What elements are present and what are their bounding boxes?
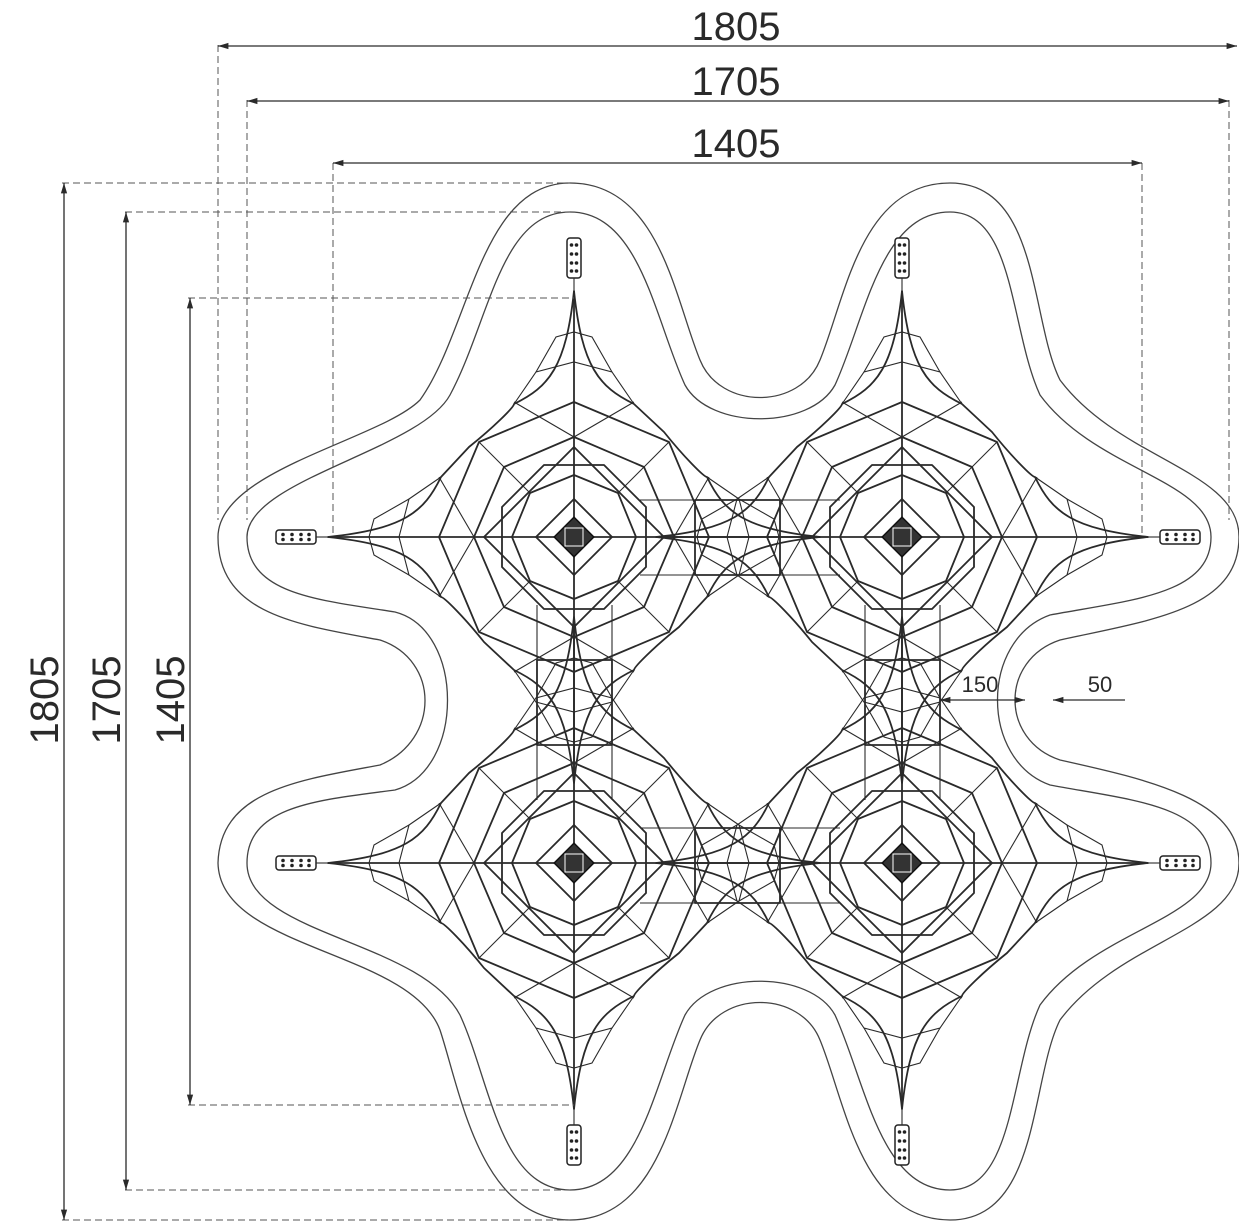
safety-zone-inner xyxy=(246,211,1212,1191)
dim-left-outer: 1805 xyxy=(23,656,67,745)
dim-top-outer: 1805 xyxy=(692,5,781,49)
safety-zone-outer xyxy=(217,182,1239,1221)
anchor-plate xyxy=(275,855,317,871)
anchor-plate xyxy=(567,238,581,278)
anchor-plate xyxy=(895,1125,909,1165)
anchor-plate xyxy=(895,238,909,278)
dim-left-inner: 1405 xyxy=(149,656,193,745)
dim-spacing-50: 50 xyxy=(1088,672,1112,697)
dim-spacing-150: 150 xyxy=(962,672,999,697)
anchor-plate xyxy=(275,529,317,545)
dim-top-inner: 1405 xyxy=(692,122,781,166)
anchor-plate xyxy=(1159,529,1201,545)
dim-top-middle: 1705 xyxy=(692,60,781,104)
connector-bottom xyxy=(640,827,840,904)
net-module-bottom-right xyxy=(655,616,1149,1110)
dim-left-middle: 1705 xyxy=(85,656,129,745)
anchor-plate xyxy=(567,1125,581,1165)
anchor-plate xyxy=(1159,855,1201,871)
